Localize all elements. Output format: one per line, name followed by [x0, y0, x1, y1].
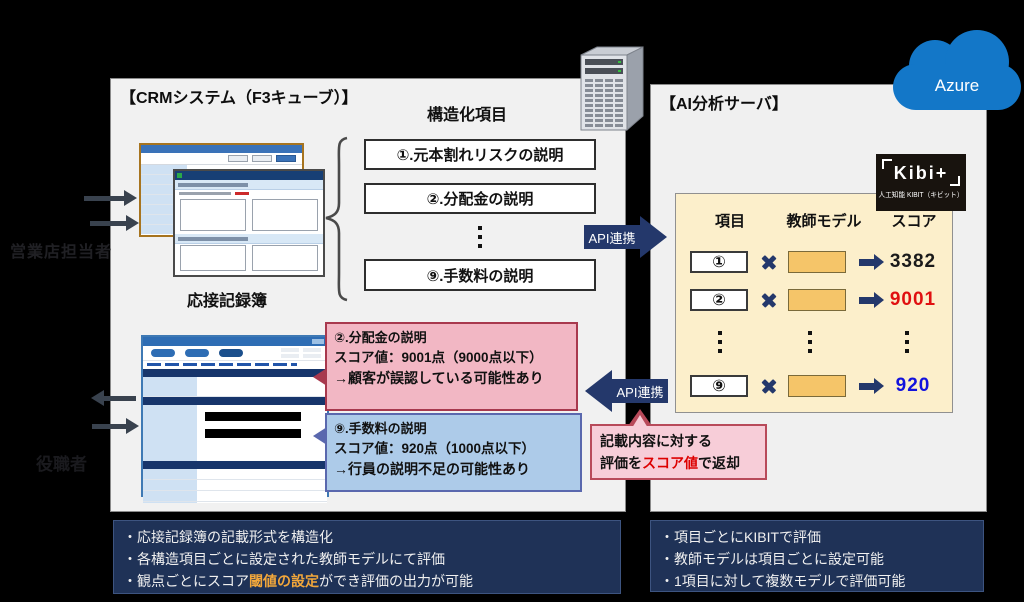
threshold-highlight: 閾値の設定	[249, 573, 319, 589]
ai-panel-title: 【AI分析サーバ】	[660, 96, 788, 113]
ai-feature-line2: ・教師モデルは項目ごとに設定可能	[660, 551, 884, 567]
screenshot-section-band	[175, 180, 323, 190]
structured-items-heading: 構造化項目	[427, 107, 508, 124]
crm-feature-line3: ・観点ごとにスコア閾値の設定ができ評価の出力が可能	[123, 573, 473, 589]
screenshot-breadcrumb-links	[143, 361, 327, 369]
flow-arrow-staff-input-1	[84, 190, 137, 206]
screenshot-form-rows	[143, 469, 327, 503]
api-arrow-label: API連携	[616, 384, 664, 400]
teacher-model-box	[788, 375, 846, 397]
actor-branch-staff-label: 営業店担当者	[10, 244, 113, 261]
item-number-box: ⑨	[690, 375, 748, 397]
structured-item-9: ⑨.手数料の説明	[364, 259, 596, 291]
structured-item-1: ①.元本割れリスクの説明	[364, 139, 596, 170]
score-callout-distribution: ②.分配金の説明 スコア値：9001点（9000点以下） →顧客が誤認している可…	[313, 322, 578, 411]
flow-arrow-staff-input-2	[90, 215, 139, 231]
crm-panel: 【CRMシステム（F3キューブ）】 構造化項目 応接記録簿 ①.元本割れリスクの…	[110, 78, 626, 512]
teacher-model-box	[788, 251, 846, 273]
score-table-header-item: 項目	[714, 213, 745, 230]
ellipsis-dots	[905, 326, 909, 358]
screenshot-titlebar	[143, 337, 327, 346]
crm-screenshot-record-detail	[141, 335, 329, 503]
item-number-box: ②	[690, 289, 748, 311]
score-callout-fee: ⑨.手数料の説明 スコア値：920点（1000点以下） →行員の説明不足の可能性…	[313, 413, 582, 492]
grouping-brace	[325, 136, 348, 302]
kibit-logo-text: Kibi+	[881, 159, 960, 186]
item-number-box: ①	[690, 251, 748, 273]
screenshot-section-header	[143, 369, 327, 377]
score-row-1: ① 3382	[690, 250, 946, 274]
crm-panel-title: 【CRMシステム（F3キューブ）】	[120, 90, 358, 107]
callout-score-line: スコア値：920点（1000点以下）	[334, 440, 536, 456]
multiply-icon	[761, 254, 777, 270]
api-arrow-to-ai: API連携	[584, 216, 667, 258]
score-row-2: ② 9001	[690, 288, 946, 312]
callout-title: ⑨.手数料の説明	[334, 421, 427, 436]
crm-feature-line1: ・応接記録簿の記載形式を構造化	[123, 529, 333, 545]
multiply-icon	[761, 292, 777, 308]
flow-arrow-manager-input	[92, 418, 139, 434]
score-value: 920	[895, 375, 931, 396]
screenshot-caption-row	[175, 190, 323, 198]
ai-feature-line3: ・1項目に対して複数モデルで評価可能	[660, 573, 906, 589]
callout-result-line: →顧客が誤認している可能性あり	[334, 369, 544, 386]
result-arrow-icon	[859, 377, 884, 394]
callout-title: ②.分配金の説明	[334, 330, 427, 345]
multiply-icon	[761, 378, 777, 394]
crm-screenshot-record-entry	[173, 169, 325, 277]
result-arrow-icon	[859, 253, 884, 270]
ellipsis-dots	[478, 221, 482, 253]
return-note-line2: 評価をスコア値で返却	[600, 455, 740, 472]
azure-label: Azure	[934, 76, 980, 95]
score-value: 9001	[889, 289, 937, 310]
ellipsis-dots	[718, 326, 722, 358]
api-arrow-label: API連携	[588, 230, 636, 246]
screenshot-titlebar	[175, 171, 323, 180]
score-return-note: 記載内容に対する 評価をスコア値で返却	[590, 409, 767, 480]
redacted-text-bar	[205, 412, 301, 421]
screenshot-section-header	[143, 397, 327, 405]
redacted-text-bar	[205, 429, 301, 438]
ai-feature-summary: ・項目ごとにKIBITで評価 ・教師モデルは項目ごとに設定可能 ・1項目に対して…	[650, 520, 984, 592]
screenshot-form-row	[143, 377, 327, 397]
callout-score-line: スコア値：9001点（9000点以下）	[334, 349, 543, 365]
kibit-logo-caption: 人工知能 KIBIT（キビット）	[878, 192, 964, 199]
crm-feature-summary: ・応接記録簿の記載形式を構造化 ・各構造項目ごとに設定された教師モデルにて評価 …	[113, 520, 621, 594]
flow-arrow-manager-review	[91, 390, 136, 406]
score-value: 3382	[889, 251, 937, 272]
callout-result-line: →行員の説明不足の可能性あり	[334, 460, 530, 477]
screenshot-section-header	[143, 461, 327, 469]
teacher-model-box	[788, 289, 846, 311]
screenshot-textareas	[175, 198, 323, 234]
kibit-logo: Kibi+ 人工知能 KIBIT（キビット）	[876, 154, 966, 211]
structured-item-2: ②.分配金の説明	[364, 183, 596, 214]
score-row-9: ⑨ 920	[690, 374, 946, 398]
screenshot-section-band	[175, 234, 323, 244]
actor-manager-label: 役職者	[36, 455, 87, 474]
score-table-header-score: スコア	[891, 213, 937, 230]
ellipsis-dots	[808, 326, 812, 358]
score-value-highlight: スコア値	[642, 455, 698, 472]
screenshot-redacted-content	[143, 405, 327, 461]
server-tower-icon	[580, 46, 644, 132]
ai-feature-line1: ・項目ごとにKIBITで評価	[660, 529, 822, 545]
record-book-label: 応接記録簿	[187, 293, 268, 310]
screenshot-titlebar	[141, 145, 302, 153]
score-table-header-model: 教師モデル	[786, 213, 862, 230]
result-arrow-icon	[859, 291, 884, 308]
api-arrow-to-crm: API連携	[585, 370, 668, 412]
crm-feature-line2: ・各構造項目ごとに設定された教師モデルにて評価	[123, 551, 445, 567]
score-table: 項目 教師モデル スコア ① 3382 ② 9001 ⑨	[675, 193, 953, 413]
azure-cloud-icon: Azure	[893, 28, 1021, 112]
screenshot-step-buttons	[143, 346, 327, 361]
screenshot-textareas	[175, 244, 323, 274]
return-note-line1: 記載内容に対する	[600, 433, 712, 449]
screenshot-toolbar	[141, 153, 302, 165]
